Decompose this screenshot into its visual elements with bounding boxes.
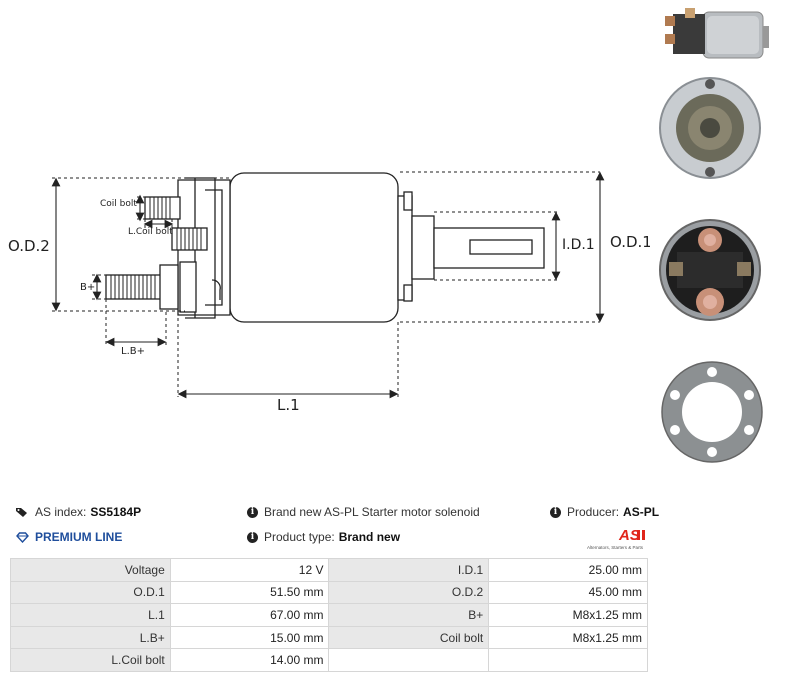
description-row: i Brand new AS-PL Starter motor solenoid (247, 505, 480, 519)
producer-value: AS-PL (623, 505, 660, 519)
spec-label: O.D.2 (328, 580, 490, 605)
solenoid-side-photo (665, 8, 769, 59)
as-pl-logo: AS Alternators, Starters & Parts (587, 527, 645, 550)
spec-label: L.Coil bolt (10, 648, 171, 672)
svg-text:AS: AS (618, 527, 640, 544)
spec-value: 67.00 mm (169, 603, 330, 627)
spec-value: M8x1.25 mm (488, 625, 648, 650)
l-b-plus-label: L.B+ (121, 346, 145, 357)
spec-value: 12 V (169, 558, 330, 582)
solenoid-front-photo (659, 77, 761, 179)
spec-label: O.D.1 (10, 580, 171, 605)
info-icon: i (550, 506, 561, 518)
spec-label: L.1 (10, 603, 171, 627)
tags-icon (16, 507, 27, 517)
premium-line-row: PREMIUM LINE (16, 530, 122, 544)
coil-bolt-label: Coil bolt (100, 199, 137, 209)
spec-value: 14.00 mm (169, 648, 330, 672)
product-photos (659, 8, 769, 463)
spec-label: B+ (328, 603, 490, 627)
premium-line-label: PREMIUM LINE (35, 530, 123, 544)
spec-label: Coil bolt (328, 625, 490, 650)
spec-value (488, 648, 648, 672)
spec-label: L.B+ (10, 625, 171, 650)
spec-label (328, 648, 490, 672)
product-description: Brand new AS-PL Starter motor solenoid (264, 505, 480, 519)
l1-label: L.1 (277, 396, 300, 414)
spec-label: Voltage (10, 558, 171, 582)
product-type-value: Brand new (338, 530, 401, 544)
product-type-row: i Product type: Brand new (247, 530, 400, 544)
spec-value: 25.00 mm (488, 558, 648, 582)
od1-label: O.D.1 (610, 233, 650, 251)
as-index-row: AS index: SS5184P (16, 505, 141, 519)
info-icon: i (247, 531, 258, 543)
spec-value: 51.50 mm (169, 580, 330, 605)
diamond-icon (16, 531, 29, 543)
spec-label: I.D.1 (328, 558, 490, 582)
info-icon: i (247, 506, 258, 518)
producer-label: Producer: (567, 505, 620, 519)
svg-text:Alternators, Starters & Parts: Alternators, Starters & Parts (587, 545, 644, 550)
spec-value: 45.00 mm (488, 580, 648, 605)
as-index-value: SS5184P (90, 505, 142, 519)
b-plus-label: B+ (80, 282, 95, 293)
id1-label: I.D.1 (562, 237, 595, 253)
spec-value: M8x1.25 mm (488, 603, 648, 627)
spec-value: 15.00 mm (169, 625, 330, 650)
l-coil-bolt-label: L.Coil bolt (128, 227, 173, 237)
solenoid-technical-drawing: O.D.2 O.D.1 I.D.1 L.1 Coil bolt L.Coil b… (8, 171, 650, 414)
producer-row: i Producer: AS-PL (550, 505, 659, 519)
od2-label: O.D.2 (8, 237, 50, 255)
as-index-label: AS index: (35, 505, 87, 519)
gasket-photo (661, 361, 763, 463)
solenoid-rear-photo (659, 219, 761, 321)
product-type-label: Product type: (264, 530, 335, 544)
